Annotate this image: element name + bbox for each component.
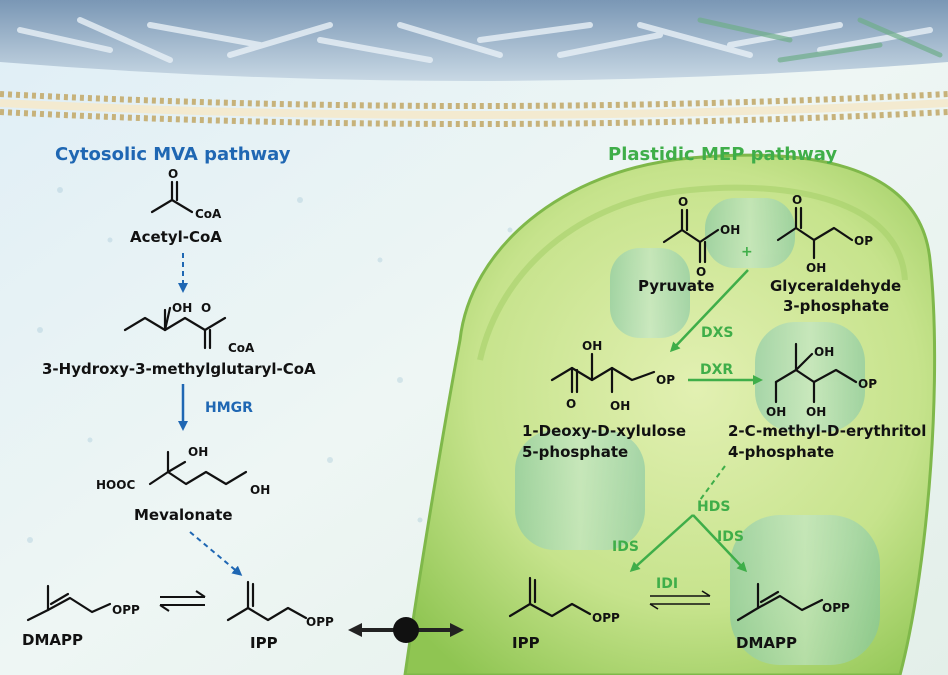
atom-hooc: HOOC bbox=[96, 478, 135, 492]
hmg-coa-label: 3-Hydroxy-3-methylglutaryl-CoA bbox=[42, 360, 316, 378]
mep-label-line1: 2-C-methyl-D-erythritol bbox=[728, 422, 926, 440]
cell-wall-fibers-green bbox=[697, 17, 943, 63]
cell-wall-fibers bbox=[17, 17, 933, 63]
plus-sign: + bbox=[741, 244, 753, 260]
mva-dmapp-label: DMAPP bbox=[22, 631, 83, 649]
atom-oh: OH bbox=[250, 483, 270, 497]
atom-o: O bbox=[678, 195, 688, 209]
atom-oh: OH bbox=[188, 445, 208, 459]
mep-dmapp-structure: OPP bbox=[736, 582, 850, 622]
dxp-structure: O OH OH OP bbox=[550, 339, 675, 413]
enzyme-dxs: DXS bbox=[701, 325, 734, 341]
acetyl-coa-label: Acetyl-CoA bbox=[130, 228, 222, 246]
mva-ipp-label: IPP bbox=[250, 634, 278, 652]
mep-pathway-title: Plastidic MEP pathway bbox=[608, 144, 837, 165]
atom-opp: OPP bbox=[822, 601, 850, 615]
plastid-inner-membrane bbox=[477, 184, 908, 361]
mva-isomerization-arrows bbox=[159, 590, 206, 612]
pyruvate-structure: O O OH bbox=[662, 195, 740, 279]
mep-dmapp-label: DMAPP bbox=[736, 634, 797, 652]
enzyme-idi: IDI bbox=[656, 576, 678, 592]
atom-opp: OPP bbox=[112, 603, 140, 617]
mep-ipp-label: IPP bbox=[512, 634, 540, 652]
mva-ipp-structure: OPP bbox=[226, 580, 334, 629]
atom-o: O bbox=[201, 301, 211, 315]
atom-opp: OPP bbox=[592, 611, 620, 625]
thylakoid-stacks bbox=[515, 198, 880, 665]
atom-coa: CoA bbox=[195, 207, 222, 221]
atom-oh: OH bbox=[172, 301, 192, 315]
mep-label-line2: 4-phosphate bbox=[728, 443, 834, 461]
atom-oh: OH bbox=[806, 405, 826, 419]
atom-oh: OH bbox=[720, 223, 740, 237]
atom-o: O bbox=[696, 265, 706, 279]
mva-dmapp-structure: OPP bbox=[26, 584, 140, 622]
enzyme-hmgr: HMGR bbox=[205, 400, 253, 416]
atom-o: O bbox=[168, 167, 178, 181]
atom-oh: OH bbox=[582, 339, 602, 353]
g3p-structure: O OH OP bbox=[776, 193, 873, 275]
atom-coa: CoA bbox=[228, 341, 255, 355]
atom-oh: OH bbox=[610, 399, 630, 413]
atom-op: OP bbox=[656, 373, 675, 387]
pyruvate-label: Pyruvate bbox=[638, 277, 714, 295]
mevalonate-structure: HOOC OH OH bbox=[96, 445, 270, 497]
dxp-label-line1: 1-Deoxy-D-xylulose bbox=[522, 422, 686, 440]
enzyme-dxr: DXR bbox=[700, 362, 733, 378]
atom-o: O bbox=[566, 397, 576, 411]
mep-isomerization-arrows bbox=[649, 590, 711, 610]
arrow-to-ipp bbox=[629, 514, 694, 573]
atom-oh: OH bbox=[766, 405, 786, 419]
g3p-label-line1: Glyceraldehyde bbox=[770, 277, 901, 295]
atom-op: OP bbox=[858, 377, 877, 391]
atom-oh: OH bbox=[806, 261, 826, 275]
enzyme-hds: HDS bbox=[697, 499, 730, 515]
arrow-to-dmapp bbox=[692, 514, 748, 573]
mep-structure: OH OH OH OP bbox=[766, 342, 877, 419]
mva-pathway-title: Cytosolic MVA pathway bbox=[55, 144, 291, 165]
atom-op: OP bbox=[854, 234, 873, 248]
g3p-label-line2: 3-phosphate bbox=[783, 297, 889, 315]
atom-oh: OH bbox=[814, 345, 834, 359]
arrow-mep-to-hmbpp bbox=[699, 465, 726, 501]
cell-wall bbox=[0, 0, 948, 81]
ipp-transporter bbox=[348, 617, 464, 643]
atom-o: O bbox=[792, 193, 802, 207]
dxp-label-line2: 5-phosphate bbox=[522, 443, 628, 461]
acetyl-coa-structure: O CoA bbox=[150, 167, 222, 221]
mevalonate-label: Mevalonate bbox=[134, 506, 233, 524]
mep-ipp-structure: OPP bbox=[508, 576, 620, 625]
arrow-to-dxp bbox=[669, 269, 749, 353]
arrow-mevalonate-to-ipp bbox=[189, 531, 243, 576]
enzyme-ids-right: IDS bbox=[717, 529, 744, 545]
hmg-coa-structure: OH O CoA bbox=[123, 301, 255, 355]
enzyme-ids-left: IDS bbox=[612, 539, 639, 555]
plasma-membrane bbox=[0, 91, 948, 127]
atom-opp: OPP bbox=[306, 615, 334, 629]
